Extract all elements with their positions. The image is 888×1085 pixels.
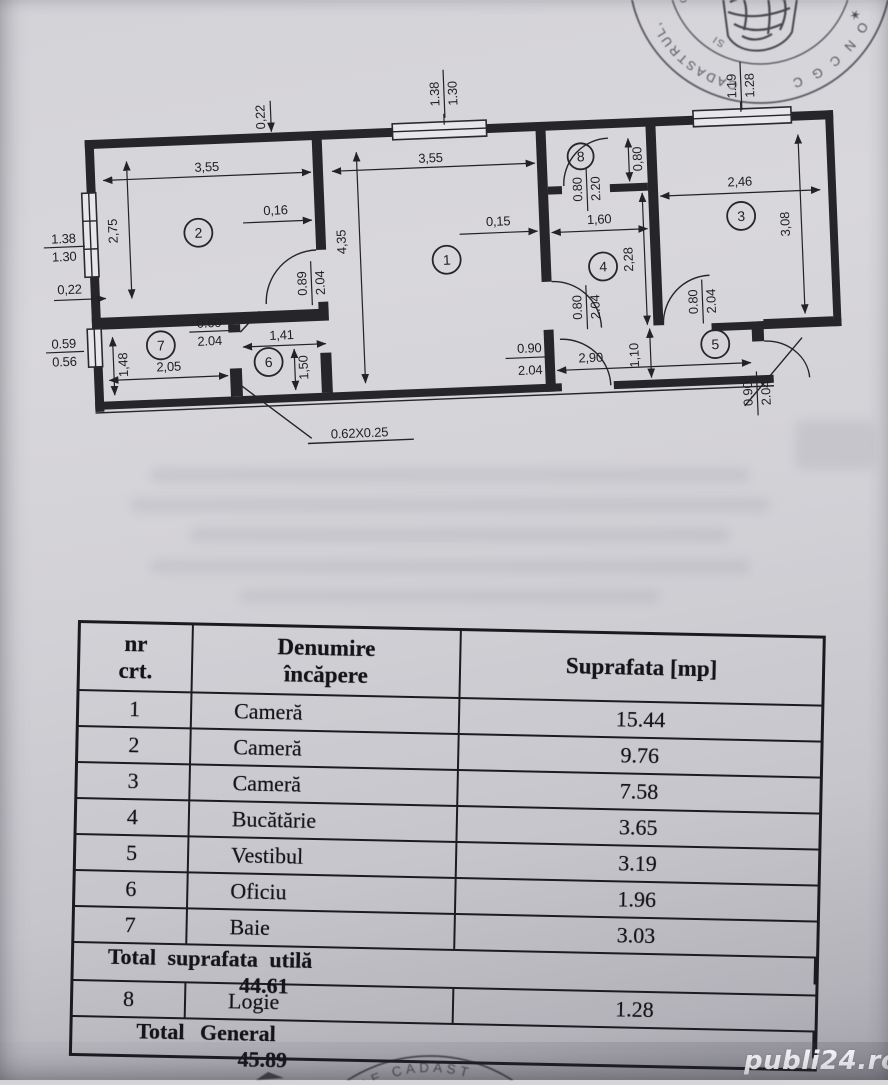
dim-room3-height: 3,08	[777, 212, 793, 237]
dim-kitchen-width: 1,60	[587, 211, 612, 227]
svg-text:0.80: 0.80	[569, 295, 585, 320]
dim-room2-height: 2,75	[105, 219, 121, 244]
callout-062x025: 0.62X0.25	[331, 424, 389, 441]
room-numbers: 2 1 3 4 5 6 7 8	[139, 136, 760, 380]
door-entry-size-num: 0.90	[517, 340, 542, 356]
win-left2-den: 0.56	[52, 354, 77, 370]
door-rm7-size-num: 0.60	[196, 315, 221, 331]
dim-wall-top-022: 0,22	[252, 105, 268, 130]
win-left1-num: 1.38	[51, 231, 76, 247]
bleed-through-smudge	[190, 528, 730, 542]
header-suprafata: Suprafata [mp]	[460, 631, 822, 705]
svg-text:0.80: 0.80	[569, 177, 585, 202]
dim-vestibul-width: 2,90	[578, 350, 603, 366]
dim-room6-height: 1,50	[295, 355, 311, 380]
win-left2-num: 0.59	[51, 336, 76, 352]
svg-text:2.04: 2.04	[703, 289, 719, 314]
bleed-through-smudge	[150, 560, 750, 573]
dim-logia-depth: 0,80	[629, 146, 645, 171]
floor-plan: 2 1 3 4 5 6 7 8 3,55 2,75 0,16 3,55 4,35…	[0, 0, 888, 475]
room-2-label: 2	[194, 225, 203, 241]
svg-text:1.30: 1.30	[444, 81, 460, 106]
svg-text:1.38: 1.38	[427, 82, 443, 107]
svg-text:2.20: 2.20	[587, 176, 603, 201]
svg-text:2.04: 2.04	[587, 294, 603, 319]
room-8-label: 8	[576, 148, 585, 164]
dim-room6-width: 1,41	[269, 327, 294, 343]
svg-text:1.19: 1.19	[723, 74, 739, 99]
door-entry-size-den: 2.04	[518, 362, 543, 378]
dim-wall-left-022: 0,22	[57, 281, 82, 297]
svg-text:2.04: 2.04	[758, 381, 774, 406]
room-7-label: 7	[157, 337, 166, 353]
room-1-label: 1	[443, 252, 452, 268]
dim-room2-width: 3,55	[194, 159, 219, 175]
bleed-through-smudge	[240, 590, 660, 602]
room-4-label: 4	[599, 258, 608, 274]
dim-wall-016: 0,16	[263, 202, 288, 218]
dim-room7-width: 2,05	[156, 359, 181, 375]
bleed-through-smudge	[130, 498, 770, 512]
walls	[85, 110, 844, 413]
dim-kitchen-height: 2,28	[620, 247, 636, 272]
svg-text:0.90: 0.90	[740, 381, 756, 406]
svg-text:0.80: 0.80	[685, 289, 701, 314]
dim-room7-height: 1,48	[115, 352, 131, 377]
dim-room1-height: 4,35	[333, 229, 349, 254]
windows	[79, 107, 800, 367]
dim-vestibul-height: 1,10	[626, 343, 642, 368]
svg-text:0.89: 0.89	[294, 271, 310, 296]
publi24-watermark: publi24.ro	[744, 1046, 888, 1076]
room-5-label: 5	[711, 336, 720, 352]
door-rm7-size-den: 2.04	[197, 333, 222, 349]
room-6-label: 6	[265, 354, 274, 370]
dim-room1-width: 3,55	[418, 150, 443, 166]
svg-text:1.28: 1.28	[741, 73, 757, 98]
dim-wall-015: 0,15	[486, 213, 511, 229]
dim-room3-width: 2,46	[727, 173, 752, 189]
svg-text:2.04: 2.04	[312, 270, 328, 295]
win-left1-den: 1.30	[52, 249, 77, 265]
room-3-label: 3	[737, 208, 746, 224]
